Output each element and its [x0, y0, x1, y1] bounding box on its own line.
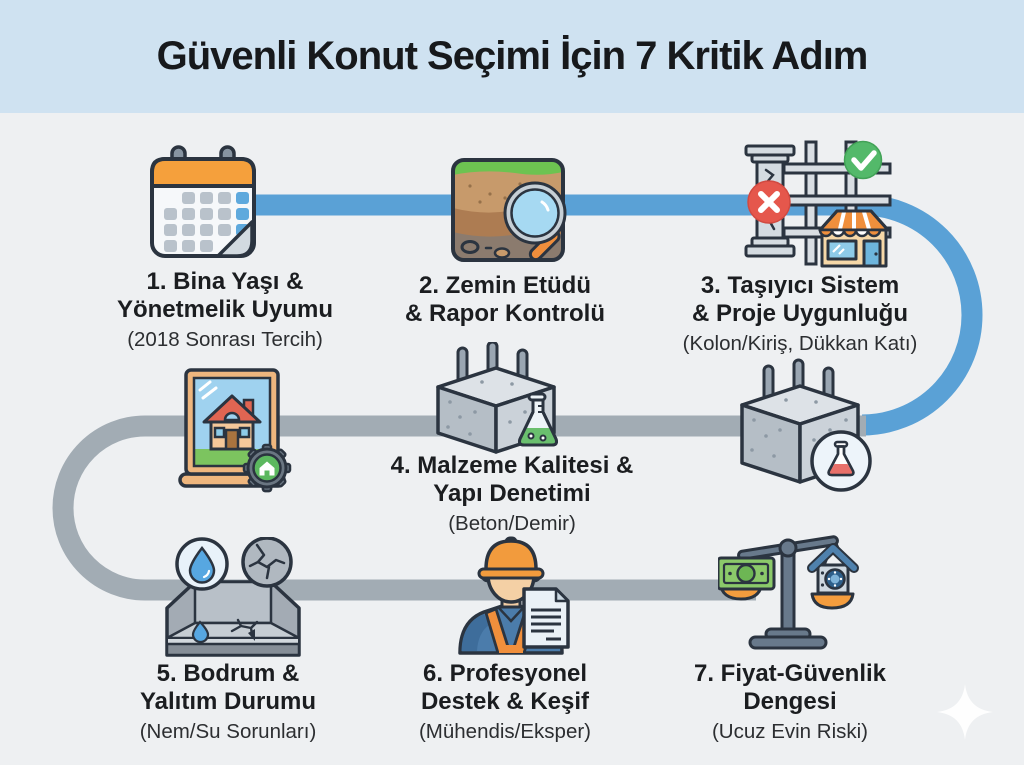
step-5-subtitle: (Nem/Su Sorunları) [139, 719, 317, 743]
structural-frame-column-shop-icon [740, 140, 892, 268]
engineer-document-icon [450, 533, 572, 655]
step-5-label: 5. Bodrum &Yalıtım Durumu (Nem/Su Sorunl… [58, 660, 398, 744]
storefront-icon [818, 209, 890, 268]
document-icon [522, 587, 570, 649]
certified-house-frame-icon [170, 368, 300, 496]
basement-moisture-crack-icon [162, 537, 304, 659]
concrete-cube-flask-icon [430, 342, 562, 454]
step-3-title: 3. Taşıyıcı Sistem& Proje Uygunluğu [692, 272, 908, 328]
magnifier-icon [503, 181, 567, 262]
red-x-badge-icon [747, 180, 791, 224]
step-1-title: 1. Bina Yaşı &Yönetmelik Uyumu [116, 268, 334, 324]
soil-survey-magnifier-icon [450, 156, 575, 264]
connector-gray-path [52, 415, 866, 601]
money-bill-icon [718, 556, 776, 591]
flask-badge-icon [810, 430, 872, 492]
step-4-title: 4. Malzeme Kalitesi &Yapı Denetimi [390, 452, 634, 508]
step-4-label: 4. Malzeme Kalitesi &Yapı Denetimi (Beto… [342, 452, 682, 536]
calendar-icon [148, 144, 258, 260]
step-5-title: 5. Bodrum &Yalıtım Durumu [139, 660, 317, 716]
hard-hat-icon [477, 536, 545, 580]
crack-badge-icon [241, 537, 293, 588]
step-2-title: 2. Zemin Etüdü& Rapor Kontrolü [405, 272, 605, 328]
water-drop-badge-icon [175, 537, 229, 591]
step-6-subtitle: (Mühendis/Eksper) [418, 719, 592, 743]
step-3-label: 3. Taşıyıcı Sistem& Proje Uygunluğu (Kol… [630, 272, 970, 356]
step-1-subtitle: (2018 Sonrası Tercih) [127, 327, 323, 351]
connector-blue-path [230, 194, 983, 436]
page-title: Güvenli Konut Seçimi İçin 7 Kritik Adım [156, 34, 869, 78]
gear-seal-icon [242, 443, 292, 493]
step-4-subtitle: (Beton/Demir) [448, 511, 576, 535]
step-2-label: 2. Zemin Etüdü& Rapor Kontrolü [335, 272, 675, 332]
step-1-label: 1. Bina Yaşı &Yönetmelik Uyumu (2018 Son… [55, 268, 395, 352]
sparkle-icon [937, 684, 993, 740]
concrete-cube-flask-badge-icon [738, 358, 874, 494]
price-safety-scale-icon [718, 531, 863, 655]
step-7-subtitle: (Ucuz Evin Riski) [711, 719, 869, 743]
green-check-badge-icon [843, 140, 883, 180]
house-safe-icon [807, 543, 859, 599]
flask-icon [518, 392, 558, 447]
header-band: Güvenli Konut Seçimi İçin 7 Kritik Adım [0, 0, 1024, 113]
step-3-subtitle: (Kolon/Kiriş, Dükkan Katı) [682, 331, 918, 355]
